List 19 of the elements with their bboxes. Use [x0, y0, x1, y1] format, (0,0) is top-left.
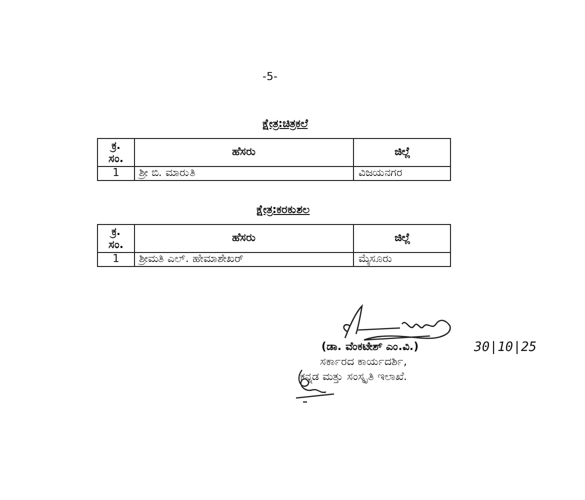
- signatory-name: (ಡಾ. ವೆಂಕಟೇಶ್ ಎಂ.ವಿ.): [321, 340, 419, 354]
- handwritten-date: 30|10|25: [474, 340, 537, 356]
- column-header: ಜಿಲ್ಲೆ: [354, 224, 450, 252]
- designation-text: ಸರ್ಕಾರದ ಕಾರ್ಯದರ್ಶಿ,: [320, 355, 407, 368]
- section-heading: ಕ್ಷೇತ್ರ:ಕರಕುಶಲ: [256, 203, 310, 216]
- column-header: ಹೆಸರು: [134, 138, 354, 166]
- column-header: ಕ್ರ. ಸಂ.: [98, 224, 134, 252]
- column-header: ಹೆಸರು: [134, 224, 354, 252]
- page-number: -5-: [262, 70, 278, 84]
- section-heading: ಕ್ಷೇತ್ರ:ಚಿತ್ರಕಲೆ: [262, 117, 308, 130]
- column-header: ಜಿಲ್ಲೆ: [354, 138, 450, 166]
- department-text: ಕನ್ನಡ ಮತ್ತು ಸಂಸ್ಕೃತಿ ಇಲಾಖೆ.: [300, 370, 407, 384]
- table-cell: 1: [98, 252, 134, 266]
- table-cell: ಶ್ರೀ ಬಿ. ಮಾರುತಿ: [134, 166, 354, 180]
- table-cell: ಶ್ರೀಮತಿ ಎಲ್. ಹೇಮಾಶೇಖರ್: [134, 252, 354, 266]
- table-cell: ವಿಜಯನಗರ: [354, 166, 450, 180]
- table-cell: ಮೈಸೂರು: [354, 252, 450, 266]
- table-cell: 1: [98, 166, 134, 180]
- column-header: ಕ್ರ. ಸಂ.: [98, 138, 134, 166]
